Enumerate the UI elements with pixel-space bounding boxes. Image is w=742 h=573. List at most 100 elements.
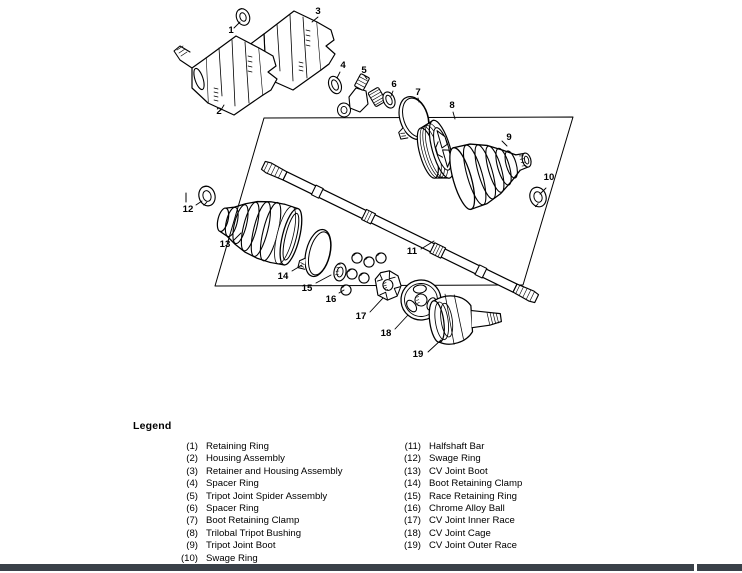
- legend-item-label: Swage Ring: [206, 552, 258, 564]
- callout-7: 7: [415, 87, 420, 98]
- legend-item: (4) Spacer Ring: [168, 478, 343, 490]
- part-spacer-ring: [327, 71, 343, 95]
- legend-item: (15) Race Retaining Ring: [391, 491, 522, 503]
- legend-item: (6) Spacer Ring: [168, 503, 343, 515]
- part-trilobal-tripot-bushing: [416, 111, 456, 179]
- legend-item: (7) Boot Retaining Clamp: [168, 515, 343, 527]
- legend-item-number: (16): [403, 502, 421, 514]
- legend-item-label: Boot Retaining Clamp: [429, 478, 523, 490]
- legend-item-label: Halfshaft Bar: [429, 441, 485, 452]
- exploded-parts-diagram: 1 2 3 4 5 6 7 8 9 10 11 12 13 14 15 16 1…: [173, 6, 574, 360]
- callout-17: 17: [356, 311, 367, 322]
- part-tripot-joint-spider-assembly: [336, 73, 387, 118]
- legend-item-number: (9): [186, 540, 198, 552]
- legend-item-label: Spacer Ring: [206, 502, 259, 514]
- part-swage-ring: [529, 186, 547, 208]
- part-boot-retaining-clamp-2: [291, 228, 332, 278]
- legend-item: (16) Chrome Alloy Ball: [391, 503, 522, 515]
- legend-item: (18) CV Joint Cage: [391, 528, 522, 540]
- callout-16: 16: [326, 294, 337, 305]
- callout-1: 1: [228, 25, 234, 36]
- scrollbar-gap: [694, 564, 697, 571]
- legend-item: (17) CV Joint Inner Race: [391, 515, 522, 527]
- legend-item-label: Race Retaining Ring: [429, 490, 517, 502]
- part-swage-ring-2: [195, 185, 216, 207]
- legend-item: (2) Housing Assembly: [168, 453, 343, 465]
- group-frame-upper: [214, 116, 574, 287]
- legend-item: (8) Trilobal Tripot Bushing: [168, 528, 343, 540]
- legend-item: (12) Swage Ring: [391, 453, 522, 465]
- legend-item-number: (19): [403, 540, 421, 552]
- legend-item: (19) CV Joint Outer Race: [391, 540, 522, 552]
- callout-4: 4: [340, 60, 346, 71]
- legend-item: (9) Tripot Joint Boot: [168, 540, 343, 552]
- callout-2: 2: [216, 106, 221, 117]
- legend-column-right: (11) Halfshaft Bar (12) Swage Ring (13) …: [391, 441, 522, 553]
- callout-15: 15: [302, 283, 313, 294]
- legend-item-label: Chrome Alloy Ball: [429, 502, 505, 514]
- part-race-retaining-ring: [315, 262, 347, 284]
- legend-item-number: (18): [403, 527, 421, 539]
- legend-columns: (1) Retaining Ring (2) Housing Assembly …: [133, 441, 603, 564]
- legend-item-number: (6): [186, 502, 198, 514]
- legend-item-number: (5): [186, 490, 198, 502]
- callout-12: 12: [183, 204, 194, 215]
- legend-item-number: (4): [186, 478, 198, 490]
- legend-title: Legend: [133, 420, 172, 432]
- legend-item-number: (10): [180, 552, 198, 564]
- legend-item-label: CV Joint Boot: [429, 465, 488, 477]
- legend-item-label: Retaining Ring: [206, 441, 269, 452]
- legend-item-label: CV Joint Cage: [429, 527, 491, 539]
- legend-item-number: (15): [403, 490, 421, 502]
- diagram-canvas: 1 2 3 4 5 6 7 8 9 10 11 12 13 14 15 16 1…: [173, 6, 574, 360]
- legend-item-number: (14): [403, 478, 421, 490]
- part-cv-joint-boot: [216, 200, 303, 266]
- callout-10: 10: [544, 172, 555, 183]
- callout-6: 6: [391, 79, 396, 90]
- callout-11: 11: [407, 246, 418, 257]
- legend-item: (13) CV Joint Boot: [391, 466, 522, 478]
- legend-item: (5) Tripot Joint Spider Assembly: [168, 491, 343, 503]
- legend-item-number: (13): [403, 465, 421, 477]
- legend-item-number: (12): [403, 453, 421, 465]
- legend-item: (3) Retainer and Housing Assembly: [168, 465, 343, 478]
- part-tripot-joint-boot: [449, 140, 532, 211]
- legend: Legend (1) Retaining Ring (2) Housing As…: [133, 420, 603, 564]
- legend-item-label: Spacer Ring: [206, 478, 259, 490]
- legend-item: (14) Boot Retaining Clamp: [391, 478, 522, 490]
- legend-item-label: Swage Ring: [429, 453, 481, 465]
- legend-item-label: Trilobal Tripot Bushing: [206, 527, 302, 539]
- legend-item-label: Tripot Joint Boot: [206, 540, 276, 552]
- legend-item-label: CV Joint Inner Race: [429, 515, 515, 527]
- legend-item-number: (17): [403, 515, 421, 527]
- legend-item: (1) Retaining Ring: [168, 441, 343, 453]
- callout-14: 14: [278, 271, 289, 282]
- part-cv-joint-inner-race: [369, 270, 402, 313]
- legend-item: (10) Swage Ring: [168, 553, 343, 565]
- callout-3: 3: [315, 6, 320, 17]
- legend-item: (11) Halfshaft Bar: [391, 441, 522, 453]
- callout-8: 8: [449, 100, 455, 111]
- callout-13: 13: [220, 239, 231, 250]
- part-housing-assembly: [173, 35, 278, 116]
- bottom-scrollbar[interactable]: [0, 564, 742, 571]
- callout-9: 9: [506, 132, 511, 143]
- legend-item-label: Housing Assembly: [206, 453, 285, 465]
- legend-column-left: (1) Retaining Ring (2) Housing Assembly …: [168, 441, 343, 565]
- legend-item-label: Retainer and Housing Assembly: [206, 465, 343, 477]
- callout-18: 18: [381, 328, 392, 339]
- callout-19: 19: [413, 349, 424, 360]
- legend-item-label: Boot Retaining Clamp: [206, 515, 300, 527]
- legend-item-number: (3): [186, 465, 198, 477]
- legend-item-number: (1): [186, 441, 198, 452]
- part-retaining-ring: [233, 8, 251, 29]
- legend-item-label: CV Joint Outer Race: [429, 540, 517, 552]
- callout-labels: 1 2 3 4 5 6 7 8 9 10 11 12 13 14 15 16 1…: [183, 6, 555, 360]
- part-halfshaft-bar: [260, 160, 540, 304]
- legend-item-number: (11): [404, 441, 421, 452]
- part-spacer-ring-2: [382, 90, 396, 109]
- part-chrome-alloy-ball: [338, 252, 387, 296]
- legend-item-number: (7): [186, 515, 198, 527]
- legend-item-label: Tripot Joint Spider Assembly: [206, 490, 328, 502]
